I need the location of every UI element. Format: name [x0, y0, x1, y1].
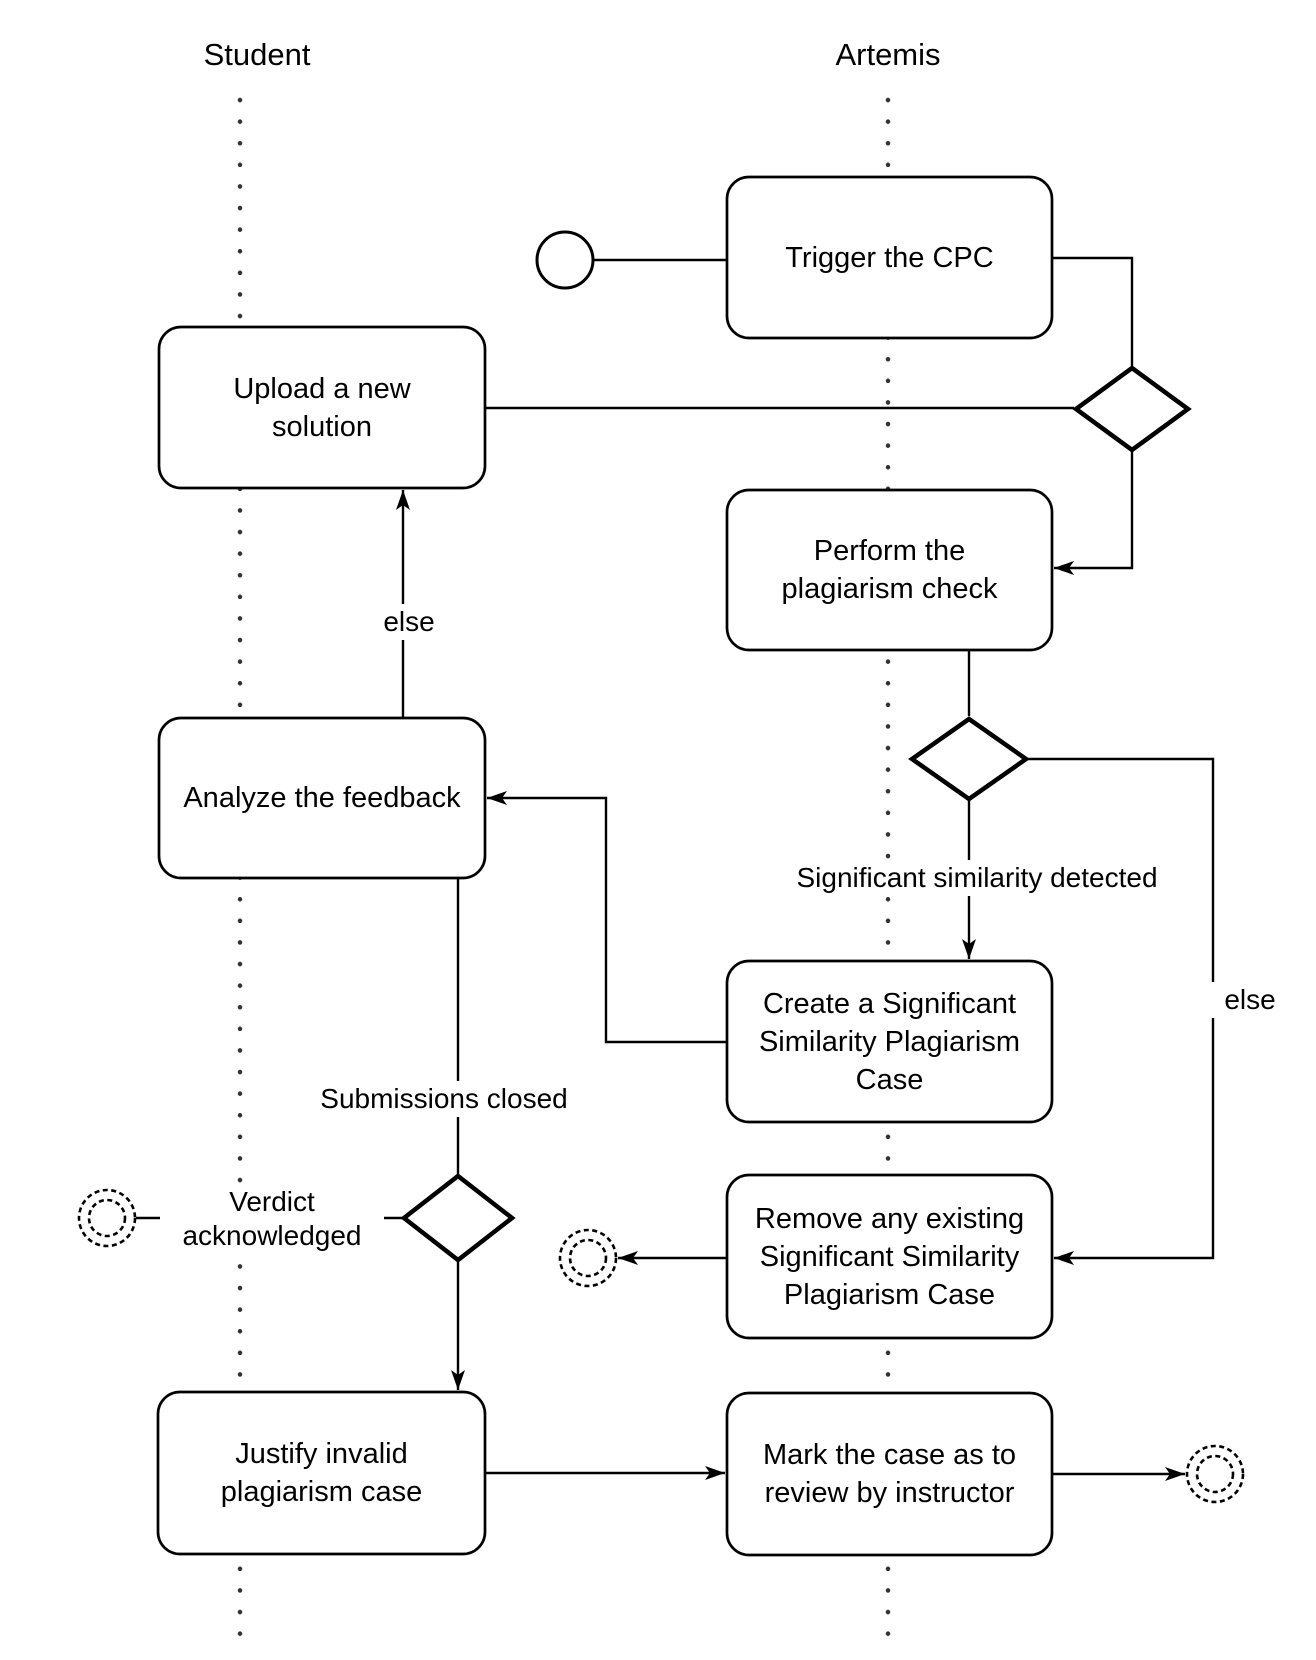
- node-label-analyze-feedback: Analyze the feedback: [183, 782, 461, 814]
- edge-decision1-to-perform: [1054, 450, 1134, 575]
- end-event-remove: [558, 1228, 618, 1288]
- activity-mark-case: [725, 1391, 1054, 1557]
- activity-upload-solution: [157, 325, 487, 490]
- activity-justify-case: [156, 1390, 487, 1556]
- decision-after-trigger: [1072, 365, 1192, 453]
- start-event-circle: [535, 230, 595, 290]
- node-label-trigger-cpc: Trigger the CPC: [785, 241, 994, 274]
- node-label-mark-case: Mark the case as to review by instructor: [762, 1439, 1017, 1509]
- edge-label-submissions-closed: Submissions closed: [312, 1081, 576, 1117]
- lane-title-student: Student: [203, 37, 311, 72]
- activity-analyze-feedback: [157, 716, 487, 880]
- edge-label-verdict-acknowledged: Verdict acknowledged: [160, 1184, 384, 1254]
- decision-submissions: [400, 1173, 516, 1263]
- node-label-justify-case: Justify invalid plagiarism case: [220, 1438, 423, 1508]
- node-label-remove-case: Remove any existing Significant Similari…: [754, 1202, 1025, 1311]
- edge-label-else-upload: else: [365, 604, 453, 640]
- edge-create-to-analyze: [487, 791, 727, 1044]
- lane-title-artemis: Artemis: [835, 37, 941, 72]
- node-label-upload-solution: Upload a new solution: [233, 372, 411, 443]
- end-event-mark: [1185, 1444, 1245, 1504]
- edge-label-significant-similarity: Significant similarity detected: [771, 860, 1183, 896]
- end-event-verdict: [77, 1188, 137, 1248]
- edge-label-else-remove: else: [1207, 982, 1293, 1018]
- edge-trigger-to-decision1: [1052, 256, 1134, 366]
- node-label-create-case: Create a Significant Similarity Plagiari…: [758, 987, 1021, 1096]
- activity-remove-case: [725, 1173, 1054, 1340]
- activity-trigger-cpc: [725, 175, 1054, 340]
- decision-similarity: [908, 716, 1030, 802]
- activity-perform-check: [725, 488, 1054, 652]
- edge-decision2-else-to-remove: [1026, 757, 1215, 1265]
- node-label-perform-check: Perform the plagiarism check: [781, 535, 998, 605]
- activity-create-case: [725, 959, 1054, 1124]
